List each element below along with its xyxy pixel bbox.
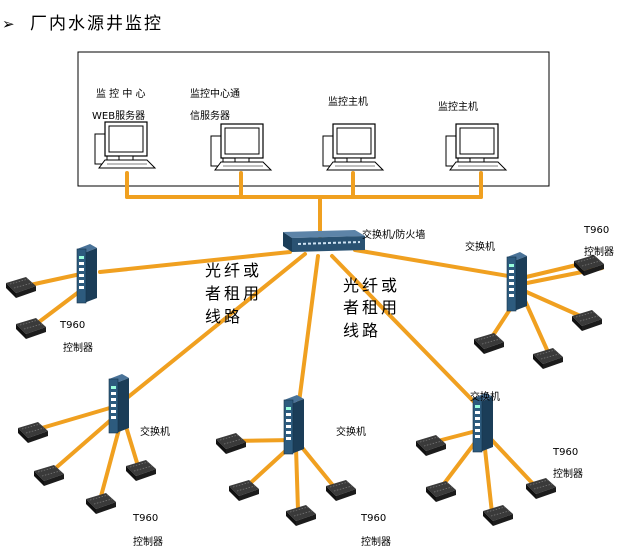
controller-icon — [17, 421, 49, 444]
center-bus — [125, 171, 483, 238]
switch-right-top-icon — [506, 251, 528, 312]
switch-bottom-left-label: 交换机 — [140, 425, 170, 438]
controller-icon — [473, 332, 505, 355]
switch-bottom-right-label: 交换机 — [470, 390, 500, 403]
fiber-links — [98, 248, 522, 420]
monitor-host-1-label: 监控主机 — [328, 95, 368, 108]
monitor-host-2-label: 监控主机 — [438, 100, 478, 113]
controller-label-model: T960 — [360, 513, 386, 524]
controller-icon — [285, 504, 317, 527]
web-server-label-line2: WEB服务器 — [92, 109, 145, 122]
controller-label-model: T960 — [583, 225, 609, 236]
controller-icon — [5, 276, 37, 299]
controller-icon — [425, 480, 457, 503]
switch-bottom-middle-icon — [283, 394, 305, 455]
fiber-label-right-line1: 光纤或 — [343, 276, 400, 295]
controller-label-name: 控制器 — [584, 245, 614, 258]
web-server-label-line1: 监 控 中 心 — [96, 87, 146, 100]
controller-label-model: T960 — [552, 447, 578, 458]
controller-icon — [482, 504, 514, 527]
switch-bottom-left-icon — [108, 373, 130, 434]
controller-icon — [33, 464, 65, 487]
controller-label-name: 控制器 — [361, 535, 391, 548]
comm-server-label-line2: 信服务器 — [190, 109, 230, 122]
controller-icon — [125, 459, 157, 482]
controller-label-name: 控制器 — [553, 467, 583, 480]
fiber-label-left-line1: 光纤或 — [205, 261, 262, 280]
switch-right-top-label: 交换机 — [465, 240, 495, 253]
controller-label-name: 控制器 — [63, 341, 93, 354]
fiber-label-left-line3: 线路 — [205, 307, 243, 326]
controller-icon — [532, 347, 564, 370]
controller-label-name: 控制器 — [133, 535, 163, 548]
core-switch-label: 交换机/防火墙 — [362, 228, 425, 241]
controller-icon — [85, 492, 117, 515]
fiber-label-left-line2: 者租用 — [205, 284, 262, 303]
switch-left-top-icon — [76, 243, 98, 304]
controller-label-model: T960 — [59, 320, 85, 331]
fiber-label-right-line2: 者租用 — [343, 298, 400, 317]
fiber-label-right-line3: 线路 — [343, 321, 381, 340]
page-title: 厂内水源井监控 — [30, 14, 163, 34]
switch-bottom-middle-label: 交换机 — [336, 425, 366, 438]
controller-label-model: T960 — [132, 513, 158, 524]
title-bullet: ➢ — [2, 15, 15, 33]
controller-icon — [215, 432, 247, 455]
core-switch-icon — [283, 230, 365, 252]
comm-server-label-line1: 监控中心通 — [190, 87, 240, 100]
controller-icon — [228, 479, 260, 502]
